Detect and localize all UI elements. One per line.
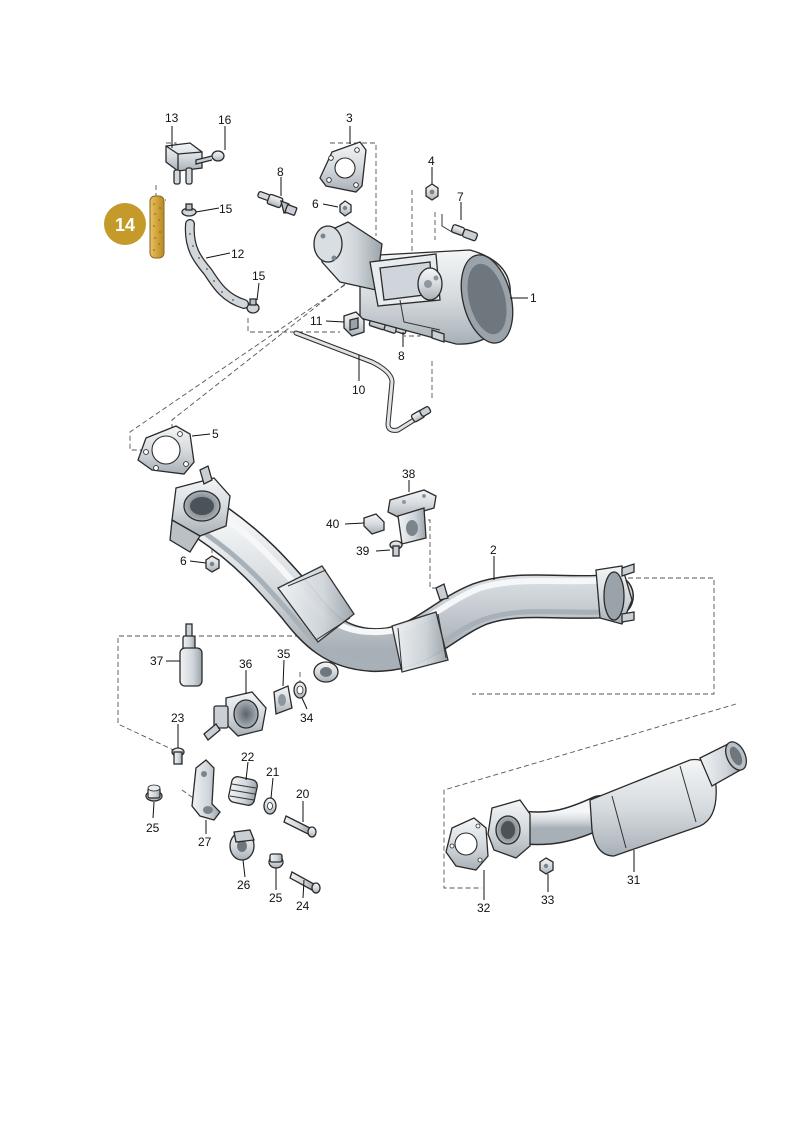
highlight-badge: 14: [104, 203, 146, 245]
mount-36: [203, 691, 267, 741]
label-26: 26: [237, 878, 251, 892]
ring-34: [293, 681, 307, 699]
label-21: 21: [266, 765, 280, 779]
label-27: 27: [198, 835, 212, 849]
label-25-right: 25: [269, 891, 283, 905]
mount-26: [229, 829, 255, 861]
leader-lines: [152, 126, 635, 900]
pressure-sensor-13: [165, 142, 203, 185]
label-32: 32: [477, 901, 491, 915]
bolt-20: [283, 815, 317, 838]
spring-22: [228, 776, 258, 806]
damper-37: [179, 623, 203, 687]
pressure-line-10: [293, 330, 432, 433]
label-2: 2: [490, 543, 497, 557]
highlight-badge-label: 14: [115, 215, 135, 235]
label-15-upper: 15: [219, 202, 233, 216]
clip-40: [363, 513, 385, 535]
label-8-upper: 8: [277, 165, 284, 179]
label-4: 4: [428, 154, 435, 168]
label-5: 5: [212, 427, 219, 441]
catalytic-converter-1: [313, 221, 514, 345]
bolt-23: [171, 747, 185, 765]
label-40: 40: [326, 517, 340, 531]
label-22: 22: [241, 750, 255, 764]
label-35: 35: [277, 647, 291, 661]
nut-6-upper: [339, 200, 352, 217]
label-12: 12: [231, 247, 245, 261]
oxygen-sensor-8-upper: [257, 191, 298, 216]
label-1: 1: [530, 291, 537, 305]
label-36: 36: [239, 657, 253, 671]
nut-33: [539, 857, 554, 875]
hose-12: [184, 219, 249, 309]
label-6-upper: 6: [312, 197, 319, 211]
gasket-32: [445, 817, 489, 871]
washer-21: [263, 797, 277, 815]
screw-16: [195, 150, 225, 165]
gasket-3: [319, 141, 367, 193]
label-15-lower: 15: [252, 269, 266, 283]
hose-clamp-15-lower: [246, 298, 260, 314]
label-6-lower: 6: [180, 554, 187, 568]
label-37: 37: [150, 654, 164, 668]
converter-assembly-31: [487, 741, 747, 859]
hose-clamp-15-upper: [181, 203, 197, 217]
nut-4: [425, 183, 439, 201]
label-8-lower: 8: [398, 349, 405, 363]
bracket-11: [343, 311, 365, 337]
hanger-bracket-38: [387, 489, 437, 545]
label-13: 13: [165, 111, 179, 125]
temperature-sensor-7: [441, 214, 479, 242]
label-25-left: 25: [146, 821, 160, 835]
hose-sleeve-14: [149, 195, 165, 259]
gasket-5: [137, 425, 195, 475]
clamp-35: [273, 685, 293, 715]
bushing-25-right: [268, 853, 284, 869]
nut-6-lower: [205, 555, 220, 573]
bolt-39: [389, 540, 403, 557]
bracket-27: [191, 759, 221, 821]
label-34: 34: [300, 711, 314, 725]
label-31: 31: [627, 873, 641, 887]
label-38: 38: [402, 467, 416, 481]
part-labels: 13 16 3 4 7 8 6 15 12 15 1 11 8 10 5 38 …: [146, 111, 641, 915]
label-39: 39: [356, 544, 370, 558]
label-24: 24: [296, 899, 310, 913]
label-23: 23: [171, 711, 185, 725]
front-pipe-2: [169, 465, 635, 683]
label-20: 20: [296, 787, 310, 801]
label-10: 10: [352, 383, 366, 397]
label-11: 11: [310, 314, 323, 328]
label-16: 16: [218, 113, 232, 127]
label-7: 7: [457, 190, 464, 204]
bolt-24: [289, 871, 321, 894]
label-3: 3: [346, 111, 353, 125]
bushing-25-left: [145, 784, 163, 802]
label-33: 33: [541, 893, 555, 907]
